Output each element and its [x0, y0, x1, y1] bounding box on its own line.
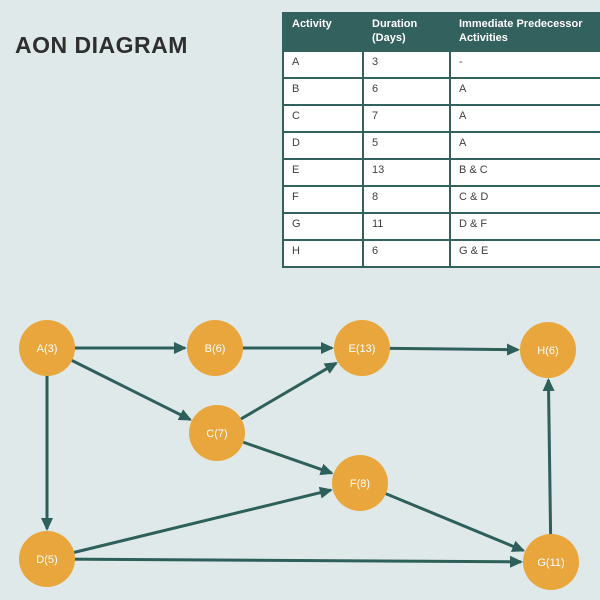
activity-node-E: E(13) — [334, 320, 390, 376]
duration-cell: 11 — [362, 211, 451, 241]
predecessors-cell: B & C — [449, 157, 600, 187]
predecessors-cell: A — [449, 130, 600, 160]
table-header-row: Activity Duration (Days) Immediate Prede… — [282, 12, 600, 52]
node-label-C: C(7) — [206, 428, 227, 440]
duration-cell: 5 — [362, 130, 451, 160]
activity-cell: E — [282, 157, 364, 187]
node-circle-B — [187, 320, 243, 376]
node-circle-D — [19, 531, 75, 587]
activity-node-C: C(7) — [189, 405, 245, 461]
duration-cell: 3 — [362, 49, 451, 79]
column-header-predecessors: Immediate Predecessor Activities — [449, 12, 600, 52]
page-title: AON DIAGRAM — [15, 32, 188, 58]
activity-node-A: A(3) — [19, 320, 75, 376]
node-circle-E — [334, 320, 390, 376]
activity-cell: C — [282, 103, 364, 133]
activity-cell: G — [282, 211, 364, 241]
duration-cell: 6 — [362, 238, 451, 268]
activity-cell: A — [282, 49, 364, 79]
predecessors-cell: - — [449, 49, 600, 79]
node-label-E: E(13) — [349, 343, 376, 355]
activity-cell: H — [282, 238, 364, 268]
predecessors-cell: C & D — [449, 184, 600, 214]
node-circle-G — [523, 534, 579, 590]
activity-cell: F — [282, 184, 364, 214]
edge-G-to-H — [542, 377, 555, 563]
node-circle-H — [520, 322, 576, 378]
duration-cell: 8 — [362, 184, 451, 214]
node-circle-A — [19, 320, 75, 376]
duration-cell: 6 — [362, 76, 451, 106]
column-header-duration: Duration (Days) — [362, 12, 451, 52]
activity-node-D: D(5) — [19, 531, 75, 587]
activity-cell: B — [282, 76, 364, 106]
predecessors-cell: A — [449, 76, 600, 106]
activity-node-B: B(6) — [187, 320, 243, 376]
duration-cell: 7 — [362, 103, 451, 133]
node-circle-C — [189, 405, 245, 461]
node-label-G: G(11) — [537, 557, 564, 569]
edge-F-to-G — [359, 481, 526, 552]
activity-predecessor-table: Activity Duration (Days) Immediate Prede… — [282, 12, 600, 268]
activity-cell: D — [282, 130, 364, 160]
node-label-H: H(6) — [537, 345, 558, 357]
edge-D-to-F — [46, 486, 333, 561]
node-label-D: D(5) — [36, 554, 57, 566]
duration-cell: 13 — [362, 157, 451, 187]
predecessors-cell: A — [449, 103, 600, 133]
activity-node-G: G(11) — [523, 534, 579, 590]
activity-node-H: H(6) — [520, 322, 576, 378]
column-header-activity: Activity — [282, 12, 364, 52]
node-label-B: B(6) — [205, 343, 226, 355]
predecessors-cell: G & E — [449, 238, 600, 268]
predecessors-cell: D & F — [449, 211, 600, 241]
node-circle-F — [332, 455, 388, 511]
edge-D-to-G — [46, 555, 524, 568]
activity-node-F: F(8) — [332, 455, 388, 511]
node-label-A: A(3) — [37, 343, 58, 355]
node-label-F: F(8) — [350, 478, 370, 490]
